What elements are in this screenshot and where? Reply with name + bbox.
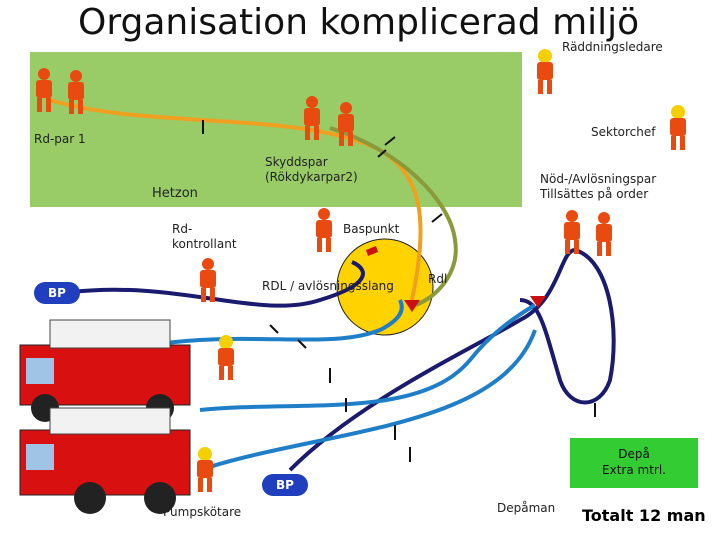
nodpar-label-1: Nöd-/Avlösningspar: [540, 172, 657, 186]
rdl-label: Rdl: [428, 272, 448, 286]
nodpar-label-2: Tillsättes på order: [540, 187, 649, 201]
rdpar1-label: Rd-par 1: [34, 132, 86, 146]
olive-hose: [329, 126, 458, 307]
pumpskotare-label: Pumpskötare: [163, 505, 242, 519]
orange-hose: [49, 98, 423, 301]
rdkontrollant-label-2: kontrollant: [172, 237, 237, 251]
firefighters: [36, 49, 686, 492]
blue-hose-bottom: [199, 329, 537, 472]
fire-truck-bottom: [19, 407, 191, 514]
rdl-avlosningsslang-label: RDL / avlösningsslang: [262, 279, 394, 293]
baspunkt-label: Baspunkt: [343, 222, 400, 236]
depa-label-2: Extra mtrl.: [602, 463, 666, 477]
raddningsledare-label: Räddningsledare: [562, 40, 663, 54]
bp-badge-bottom: BP: [262, 474, 308, 496]
hose-couplings: [366, 246, 546, 312]
hetzon-label: Hetzon: [152, 186, 198, 201]
depa-box: Depå Extra mtrl.: [570, 438, 698, 488]
depa-label-1: Depå: [618, 447, 650, 461]
totalt-label: Totalt 12 man: [582, 506, 706, 525]
blue-hose-mid: [199, 303, 537, 412]
bp-badge-left: BP: [34, 282, 80, 304]
navy-hose-right: [288, 247, 616, 472]
sektorchef-label: Sektorchef: [591, 125, 656, 139]
navy-hose-left: [71, 260, 365, 308]
depaman-label: Depåman: [497, 501, 556, 515]
rdkontrollant-label-1: Rd-: [172, 222, 193, 236]
skyddspar-label-2: (Rökdykarpar2): [265, 170, 358, 184]
hot-zone: [30, 52, 522, 207]
skyddspar-label-1: Skyddspar: [265, 155, 328, 169]
blue-hose-top: [149, 299, 404, 347]
baspunkt-circle: [336, 238, 434, 336]
fire-truck-top: [19, 319, 191, 422]
hose-markers: [202, 120, 596, 462]
page-title: Organisation komplicerad miljö: [78, 2, 640, 43]
